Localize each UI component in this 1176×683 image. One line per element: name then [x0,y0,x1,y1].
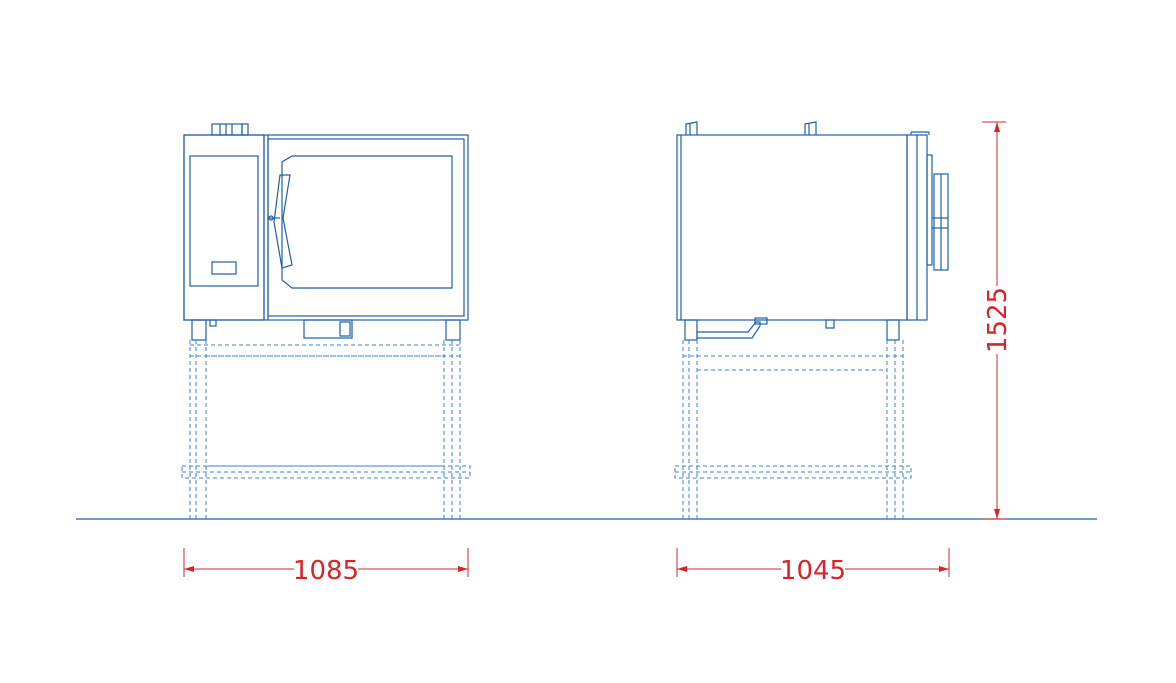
side-drain [696,321,761,339]
door-window [281,155,453,289]
drain-box [303,319,353,339]
front-oven-body [183,134,469,321]
front-width-label: 1085 [293,556,359,586]
dimension-height: 1525 [982,121,1013,520]
height-label: 1525 [983,287,1013,353]
side-view [676,121,949,341]
front-top-knobs [211,123,249,136]
dimension-side-depth: 1045 [676,548,950,586]
door-handle [273,174,293,269]
oven-door [267,138,465,317]
control-panel [183,134,265,321]
front-view [183,123,469,341]
side-depth-label: 1045 [780,556,846,586]
dimension-front-width: 1085 [183,548,469,586]
control-display [211,261,237,275]
front-stand [181,340,471,519]
side-oven-body [676,134,908,321]
side-stand [674,340,912,519]
